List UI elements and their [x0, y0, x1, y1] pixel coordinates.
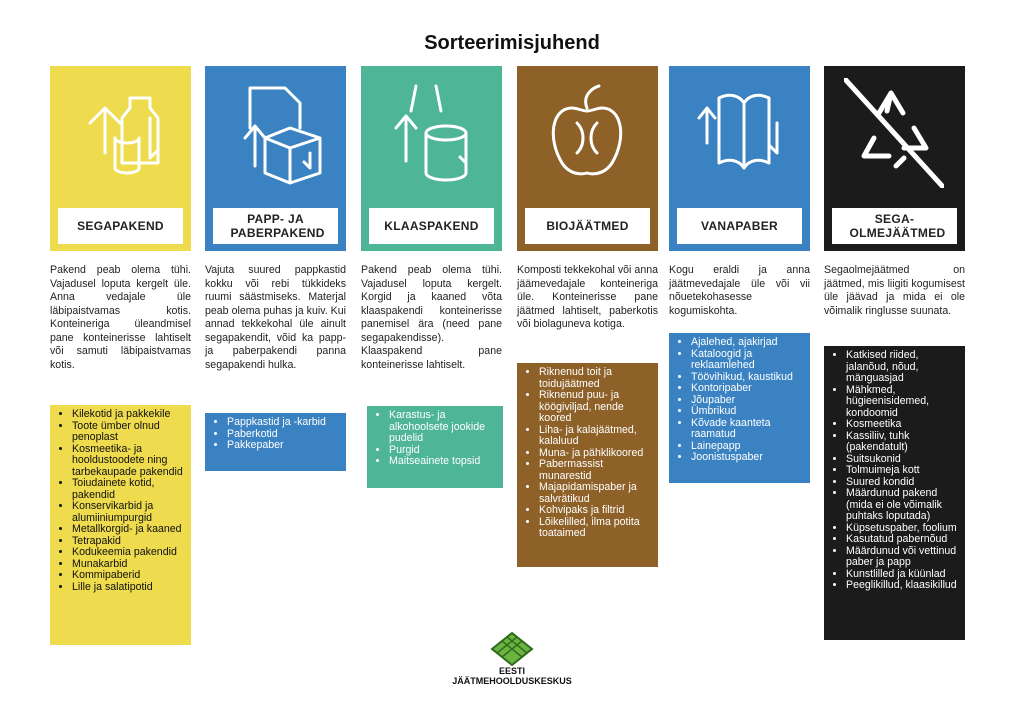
list-item: Konservikarbid ja alumiiniumpurgid	[72, 500, 183, 524]
open-book-icon	[697, 93, 779, 170]
list-item: Tetrapakid	[72, 535, 183, 548]
list-item: Suured kondid	[846, 476, 957, 489]
list-item: Mähkmed, hügieenisidemed, kondoomid	[846, 384, 957, 420]
list-item: Pappkastid ja -karbid	[227, 416, 338, 429]
list-item: Kosmeetika- ja hooldustoodete ning tarbe…	[72, 443, 183, 479]
list-item: Toiudainete kotid, pakendid	[72, 477, 183, 501]
items-list: Karastus- ja alkohoolsete jookide pudeli…	[367, 406, 503, 488]
list-item: Toote ümber olnud penoplast	[72, 420, 183, 444]
list-item: Joonistuspaber	[691, 451, 802, 464]
list-item: Kõvade kaanteta raamatud	[691, 417, 802, 441]
page-title: Sorteerimisjuhend	[424, 32, 600, 54]
list-item: Kosmeetika	[846, 418, 957, 431]
list-item: Määrdunud pakend (mida ei ole võimalik p…	[846, 487, 957, 523]
category-label: VANAPABER	[675, 206, 804, 246]
items-list: Pappkastid ja -karbidPaberkotidPakkepabe…	[205, 413, 346, 471]
list-item: Ümbrikud	[691, 405, 802, 418]
category-label-text: KLAASPAKEND	[384, 219, 479, 233]
items-list: Katkised riided, jalanõud, nõud, mänguas…	[824, 346, 965, 640]
list-item: Paberkotid	[227, 428, 338, 441]
category-label: SEGA-OLMEJÄÄTMED	[830, 206, 959, 246]
list-item: Katkised riided, jalanõud, nõud, mänguas…	[846, 349, 957, 385]
category-label: KLAASPAKEND	[367, 206, 496, 246]
items-list: Ajalehed, ajakirjadKataloogid ja reklaam…	[669, 333, 810, 483]
list-item: Suitsukonid	[846, 453, 957, 466]
category-card-1: PAPP- JA PABERPAKEND	[205, 66, 346, 251]
category-label-text: BIOJÄÄTMED	[546, 219, 629, 233]
list-item: Riknenud toit ja toidujäätmed	[539, 366, 650, 390]
category-description: Vajuta suured pappkastid kokku või rebi …	[205, 264, 346, 371]
cardboard-box-icon	[243, 86, 322, 185]
category-description: Komposti tekkekohal või anna jäämevedaja…	[517, 264, 658, 330]
list-item: Liha- ja kalajäätmed, kalaluud	[539, 424, 650, 448]
glass-bottle-icon	[394, 84, 468, 182]
category-card-0: SEGAPAKEND	[50, 66, 191, 251]
list-item: Kunstlilled ja küünlad	[846, 568, 957, 581]
category-card-3: BIOJÄÄTMED	[517, 66, 658, 251]
category-card-4: VANAPABER	[669, 66, 810, 251]
list-item: Pabermassist munarestid	[539, 458, 650, 482]
list-item: Tolmuimeja kott	[846, 464, 957, 477]
list-item: Karastus- ja alkohoolsete jookide pudeli…	[389, 409, 495, 445]
list-item: Jõupaber	[691, 394, 802, 407]
crossed-recycle-icon	[844, 78, 944, 188]
packaging-icon	[88, 96, 160, 175]
list-item: Purgid	[389, 444, 495, 457]
category-label: SEGAPAKEND	[56, 206, 185, 246]
list-item: Maitseainete topsid	[389, 455, 495, 468]
category-card-5: SEGA-OLMEJÄÄTMED	[824, 66, 965, 251]
category-label: BIOJÄÄTMED	[523, 206, 652, 246]
items-list: Kilekotid ja pakkekileToote ümber olnud …	[50, 405, 191, 645]
apple-core-icon	[551, 84, 623, 176]
list-item: Kohvipaks ja filtrid	[539, 504, 650, 517]
category-description: Kogu eraldi ja anna jäätmevedajale üle v…	[669, 264, 810, 317]
list-item: Küpsetuspaber, foolium	[846, 522, 957, 535]
category-label: PAPP- JA PABERPAKEND	[211, 206, 340, 246]
list-item: Lõikelilled, ilma potita toataimed	[539, 516, 650, 540]
list-item: Munakarbid	[72, 558, 183, 571]
category-label-text: SEGAPAKEND	[77, 219, 164, 233]
list-item: Kataloogid ja reklaamlehed	[691, 348, 802, 372]
category-description: Segaolmejäätmed on jäätmed, mis liigiti …	[824, 264, 965, 317]
list-item: Ajalehed, ajakirjad	[691, 336, 802, 349]
list-item: Kilekotid ja pakkekile	[72, 408, 183, 421]
category-label-text: VANAPABER	[701, 219, 778, 233]
list-item: Kodukeemia pakendid	[72, 546, 183, 559]
category-description: Pakend peab olema tühi. Vajadusel loputa…	[50, 264, 191, 371]
logo-line2: JÄÄTMEHOOLDUSKESKUS	[452, 676, 572, 686]
category-label-text: PAPP- JA PABERPAKEND	[230, 212, 325, 240]
list-item: Kommipaberid	[72, 569, 183, 582]
list-item: Kasutatud pabernõud	[846, 533, 957, 546]
list-item: Peeglikillud, klaasikillud	[846, 579, 957, 592]
list-item: Majapidamispaber ja salvrätikud	[539, 481, 650, 505]
category-label-text: SEGA-OLMEJÄÄTMED	[849, 212, 946, 240]
list-item: Määrdunud või vettinud paber ja papp	[846, 545, 957, 569]
logo-line1: EESTI	[498, 666, 525, 676]
logo-text: EESTI JÄÄTMEHOOLDUSKESKUS	[0, 666, 1024, 686]
list-item: Kassiliiv, tuhk (pakendatult)	[846, 430, 957, 454]
category-description: Pakend peab olema tühi. Vajadusel loputa…	[361, 264, 502, 371]
list-item: Kontoripaber	[691, 382, 802, 395]
list-item: Metallkorgid- ja kaaned	[72, 523, 183, 536]
list-item: Riknenud puu- ja köögiviljad, nende koor…	[539, 389, 650, 425]
category-card-2: KLAASPAKEND	[361, 66, 502, 251]
list-item: Lille ja salatipotid	[72, 581, 183, 594]
list-item: Töövihikud, kaustikud	[691, 371, 802, 384]
list-item: Muna- ja pähklikoored	[539, 447, 650, 460]
list-item: Lainepapp	[691, 440, 802, 453]
logo-icon	[490, 632, 534, 666]
items-list: Riknenud toit ja toidujäätmedRiknenud pu…	[517, 363, 658, 567]
list-item: Pakkepaber	[227, 439, 338, 452]
